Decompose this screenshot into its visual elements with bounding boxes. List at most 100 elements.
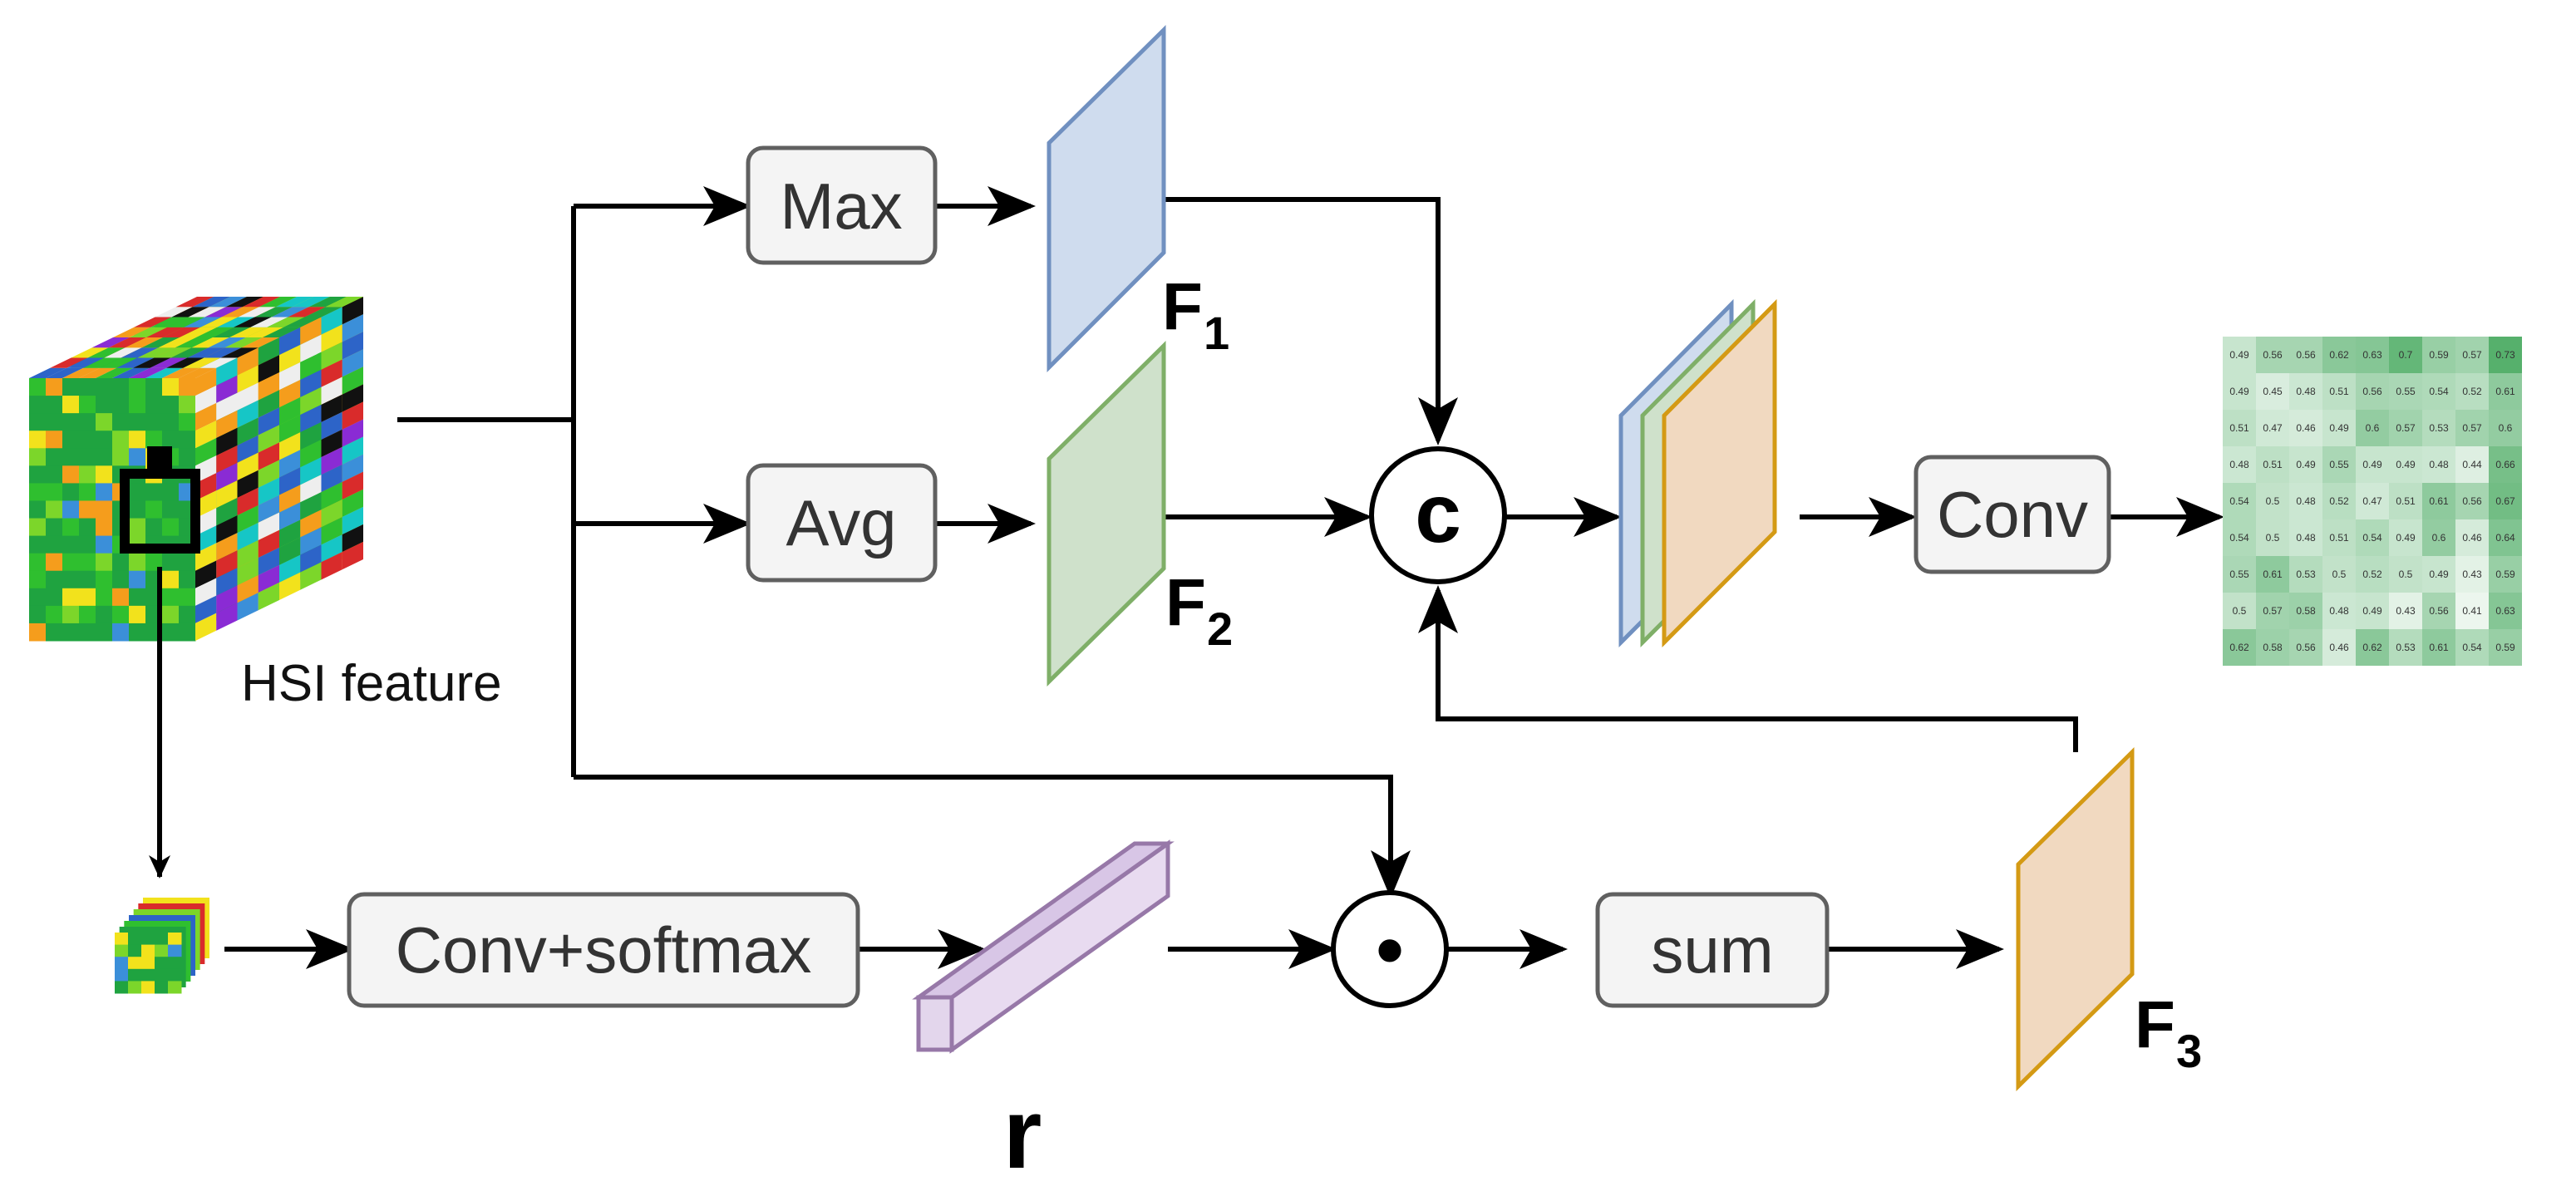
heatmap-value: 0.59 bbox=[2495, 568, 2515, 580]
sum-box bbox=[1595, 892, 1830, 1008]
hsi-feature-label: HSI feature bbox=[241, 655, 502, 712]
heatmap-cell bbox=[2489, 629, 2522, 666]
heatmap-value: 0.48 bbox=[2329, 605, 2349, 617]
heatmap-value: 0.54 bbox=[2229, 495, 2249, 507]
heatmap-value: 0.49 bbox=[2229, 349, 2249, 361]
heatmap-value: 0.57 bbox=[2396, 422, 2416, 434]
heatmap-cell bbox=[2422, 446, 2455, 483]
heatmap-cell bbox=[2322, 483, 2356, 519]
heatmap-cell bbox=[2356, 483, 2389, 519]
f3-symbol: F bbox=[2135, 987, 2175, 1061]
heatmap-value: 0.7 bbox=[2399, 349, 2413, 361]
heatmap-value: 0.54 bbox=[2462, 642, 2482, 653]
heatmap-cell bbox=[2289, 410, 2322, 446]
heatmap-value: 0.58 bbox=[2263, 642, 2283, 653]
heatmap-cell bbox=[2422, 629, 2455, 666]
heatmap-value: 0.67 bbox=[2495, 495, 2515, 507]
heatmap-value: 0.63 bbox=[2362, 349, 2382, 361]
heatmap-value: 0.5 bbox=[2266, 532, 2280, 544]
heatmap-value: 0.63 bbox=[2495, 605, 2515, 617]
f3-to-concat-arrow bbox=[1418, 585, 2078, 752]
heatmap-cell bbox=[2256, 483, 2289, 519]
heatmap-cell bbox=[2223, 519, 2256, 556]
heatmap-value: 0.62 bbox=[2362, 642, 2382, 653]
heatmap-cell bbox=[2422, 519, 2455, 556]
heatmap-value: 0.44 bbox=[2462, 459, 2482, 470]
heatmap-value: 0.5 bbox=[2399, 568, 2413, 580]
f2-subscript: 2 bbox=[1207, 603, 1233, 655]
heatmap-cell bbox=[2322, 373, 2356, 410]
heatmap-value: 0.53 bbox=[2396, 642, 2416, 653]
heatmap-value: 0.57 bbox=[2462, 349, 2482, 361]
heatmap-value: 0.55 bbox=[2396, 386, 2416, 397]
heatmap-cell bbox=[2422, 483, 2455, 519]
heatmap-cell bbox=[2356, 446, 2389, 483]
heatmap-cell bbox=[2356, 373, 2389, 410]
f1-symbol: F bbox=[1162, 269, 1203, 343]
heatmap-cell bbox=[2256, 629, 2289, 666]
heatmap-value: 0.5 bbox=[2332, 568, 2347, 580]
heatmap-cell bbox=[2455, 519, 2489, 556]
concatenated-feature-stack bbox=[1618, 298, 1777, 648]
heatmap-cell bbox=[2223, 629, 2256, 666]
f1-subscript: 1 bbox=[1204, 307, 1229, 359]
heatmap-value: 0.62 bbox=[2329, 349, 2349, 361]
avg-pool-box bbox=[746, 463, 938, 583]
heatmap-cell bbox=[2289, 373, 2322, 410]
heatmap-cell bbox=[2322, 629, 2356, 666]
f3-subscript: 3 bbox=[2176, 1025, 2202, 1077]
heatmap-value: 0.61 bbox=[2429, 642, 2449, 653]
heatmap-value: 0.48 bbox=[2296, 532, 2316, 544]
heatmap-cell bbox=[2223, 446, 2256, 483]
heatmap-cell bbox=[2422, 593, 2455, 629]
heatmap-cell bbox=[2322, 410, 2356, 446]
heatmap-value: 0.51 bbox=[2329, 532, 2349, 544]
heatmap-value: 0.56 bbox=[2362, 386, 2382, 397]
heatmap-cell bbox=[2389, 593, 2422, 629]
heatmap-cell bbox=[2422, 337, 2455, 373]
f1-feature-map bbox=[1047, 25, 1166, 373]
heatmap-value: 0.58 bbox=[2296, 605, 2316, 617]
heatmap-cell bbox=[2223, 593, 2256, 629]
heatmap-value: 0.5 bbox=[2233, 605, 2247, 617]
heatmap-cell bbox=[2422, 410, 2455, 446]
heatmap-value: 0.61 bbox=[2263, 568, 2283, 580]
heatmap-cell bbox=[2223, 556, 2256, 593]
heatmap-cell bbox=[2356, 410, 2389, 446]
heatmap-cell bbox=[2289, 337, 2322, 373]
heatmap-value: 0.47 bbox=[2263, 422, 2283, 434]
heatmap-value: 0.56 bbox=[2462, 495, 2482, 507]
heatmap-value: 0.56 bbox=[2429, 605, 2449, 617]
heatmap-value: 0.57 bbox=[2462, 422, 2482, 434]
heatmap-value: 0.54 bbox=[2362, 532, 2382, 544]
hsi-patch-cube bbox=[115, 898, 209, 994]
heatmap-value: 0.53 bbox=[2429, 422, 2449, 434]
heatmap-value: 0.51 bbox=[2263, 459, 2283, 470]
heatmap-value: 0.56 bbox=[2296, 642, 2316, 653]
heatmap-cell bbox=[2223, 337, 2256, 373]
max-pool-label: Max bbox=[780, 170, 902, 243]
heatmap-cell bbox=[2389, 556, 2422, 593]
heatmap-cell bbox=[2289, 446, 2322, 483]
heatmap-cell bbox=[2289, 629, 2322, 666]
heatmap-cell bbox=[2455, 556, 2489, 593]
heatmap-cell bbox=[2422, 373, 2455, 410]
heatmap-cell bbox=[2322, 593, 2356, 629]
heatmap-cell bbox=[2322, 337, 2356, 373]
conv-softmax-label: Conv+softmax bbox=[396, 913, 812, 987]
heatmap-cell bbox=[2289, 519, 2322, 556]
heatmap-value: 0.73 bbox=[2495, 349, 2515, 361]
heatmap-cell bbox=[2256, 446, 2289, 483]
heatmap-value: 0.48 bbox=[2296, 386, 2316, 397]
heatmap-value: 0.6 bbox=[2499, 422, 2513, 434]
r-symbol: r bbox=[1003, 1078, 1042, 1189]
heatmap-value: 0.5 bbox=[2266, 495, 2280, 507]
multiply-symbol: • bbox=[1375, 903, 1404, 997]
heatmap-value: 0.48 bbox=[2296, 495, 2316, 507]
heatmap-value: 0.54 bbox=[2429, 386, 2449, 397]
heatmap-cell bbox=[2455, 629, 2489, 666]
heatmap-value: 0.54 bbox=[2229, 532, 2249, 544]
heatmap-value: 0.56 bbox=[2296, 349, 2316, 361]
heatmap-cell bbox=[2389, 629, 2422, 666]
heatmap-value: 0.47 bbox=[2362, 495, 2382, 507]
